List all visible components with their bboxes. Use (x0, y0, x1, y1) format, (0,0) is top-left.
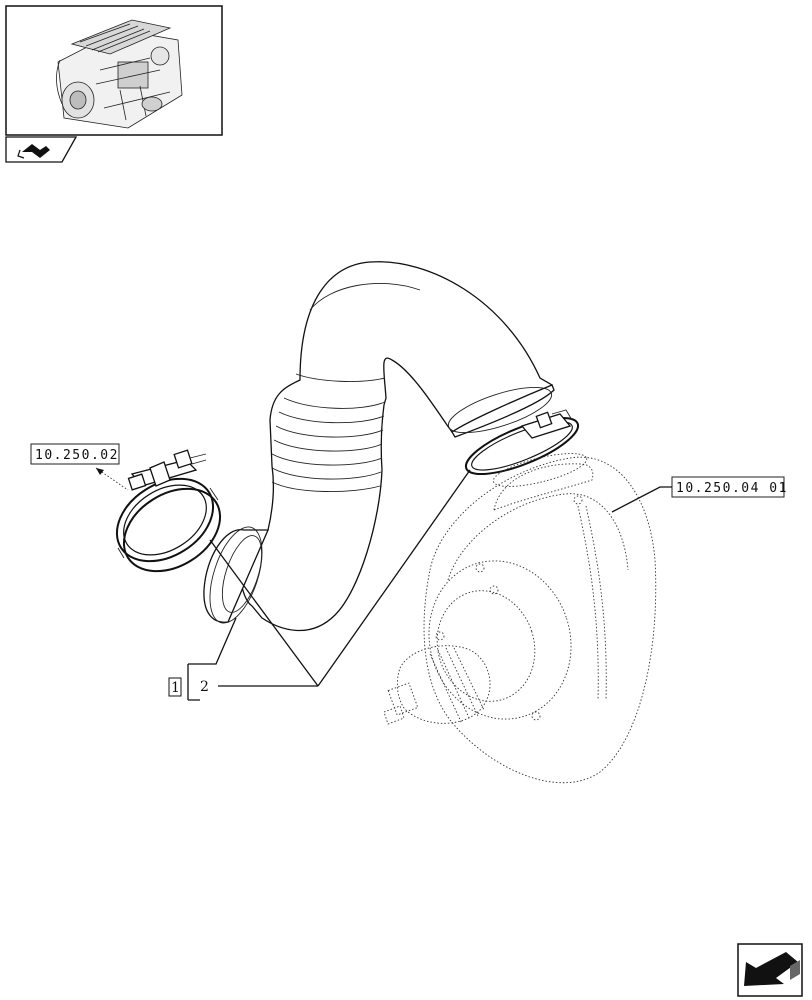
reference-label-clamp[interactable]: 10.250.02 (30, 443, 120, 465)
reference-label-turbo-text: 10.250.04 01 (676, 481, 788, 496)
section-symbol-icon (17, 144, 50, 159)
reference-label-clamp-text: 10.250.02 (35, 448, 119, 463)
engine-thumbnail-icon (56, 19, 183, 129)
section-tab[interactable] (5, 136, 78, 163)
callout-bracket (187, 469, 471, 701)
exhaust-pipe[interactable] (200, 261, 557, 632)
turbocharger-housing[interactable] (383, 447, 657, 784)
callout-item-2-label: 2 (200, 679, 209, 695)
v-band-clamp-right[interactable] (460, 407, 585, 485)
callout-item-1[interactable]: 1 (168, 677, 182, 697)
reference-leader-turbo (611, 486, 672, 513)
next-page-arrow-icon (744, 952, 800, 986)
callout-leader-item-2-right (317, 469, 471, 687)
v-band-clamp[interactable] (102, 449, 235, 588)
engine-thumbnail[interactable] (5, 5, 223, 136)
reference-label-turbo[interactable]: 10.250.04 01 (671, 476, 788, 498)
callout-leader-item-1 (188, 617, 237, 665)
next-page-button[interactable] (737, 943, 803, 997)
callout-leader-item-2-left (209, 539, 319, 687)
leader-arrowhead (96, 468, 104, 475)
callout-item-1-label: 1 (171, 680, 180, 696)
callout-item-2[interactable]: 2 (200, 679, 209, 695)
reference-leader-clamp (95, 467, 129, 491)
